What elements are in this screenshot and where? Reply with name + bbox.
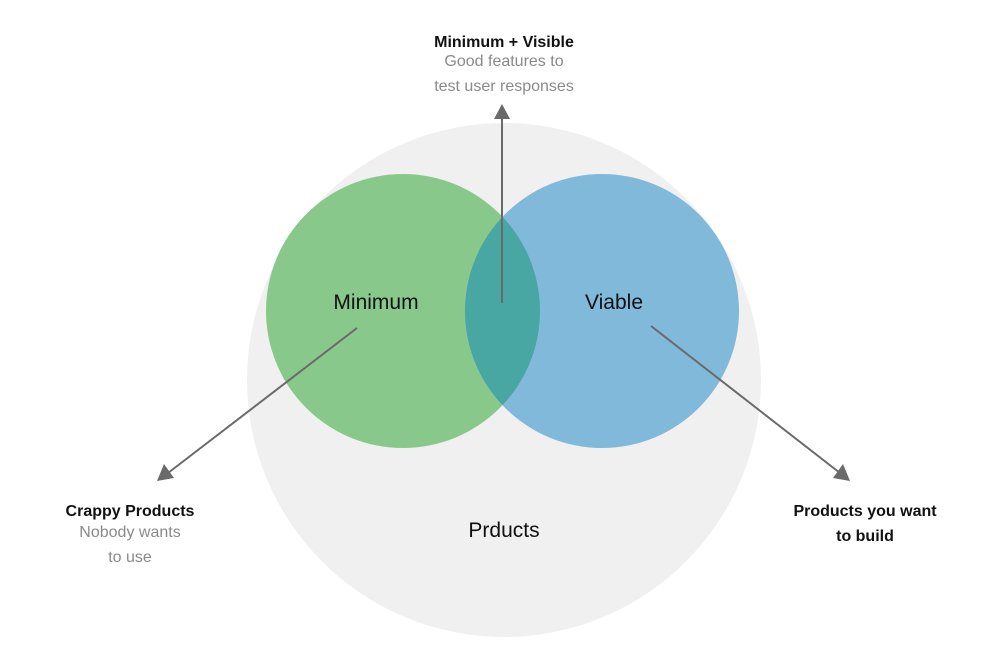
viable-circle — [465, 174, 739, 448]
arrow-up-head — [494, 104, 510, 119]
arrow-right-line — [650, 325, 841, 474]
products-label: Prducts — [468, 519, 539, 542]
minimum-circle — [266, 174, 540, 448]
arrow-right-head — [833, 464, 850, 481]
right-callout-line-1: Products you want — [793, 503, 937, 520]
right-callout-line-2: to build — [836, 528, 894, 545]
arrow-left-line — [167, 327, 358, 474]
viable-label: Viable — [585, 291, 643, 314]
top-callout-line-2: test user responses — [434, 78, 574, 95]
left-callout-line-2: to use — [108, 549, 152, 566]
left-callout-line-1: Nobody wants — [79, 524, 180, 541]
left-callout-title: Crappy Products — [66, 503, 195, 520]
minimum-label: Minimum — [333, 291, 418, 314]
arrow-left-head — [157, 464, 174, 481]
top-callout-title: Minimum + Visible — [434, 34, 574, 51]
top-callout-line-1: Good features to — [444, 53, 563, 70]
